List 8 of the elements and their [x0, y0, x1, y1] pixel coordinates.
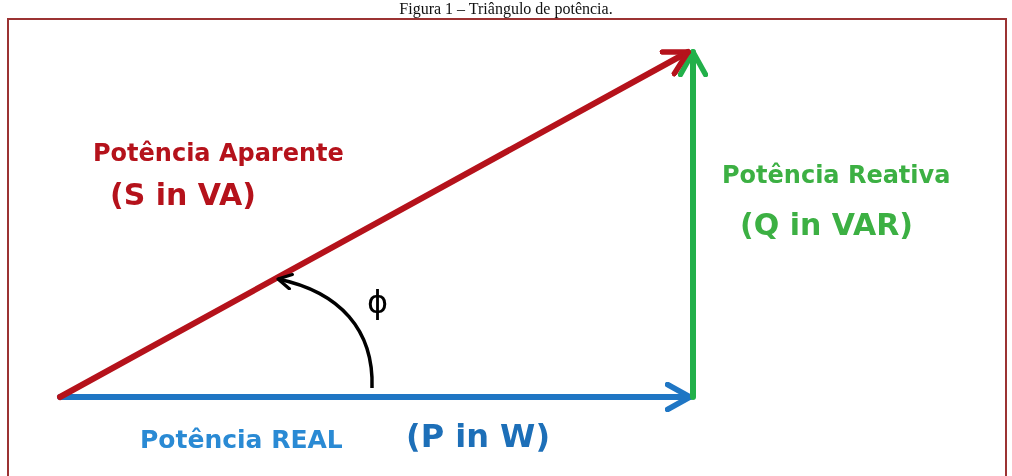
real-power-unit: (P in W) [406, 420, 551, 452]
apparent-power-unit: (S in VA) [110, 180, 256, 210]
angle-symbol: ϕ [367, 286, 389, 318]
figure-title: Figura 1 – Triângulo de potência. [398, 1, 614, 17]
real-power-label: Potência REAL [140, 427, 343, 452]
apparent-power-label: Potência Aparente [93, 141, 344, 165]
reactive-power-label: Potência Reativa [722, 163, 951, 187]
reactive-power-unit: (Q in VAR) [740, 210, 913, 240]
